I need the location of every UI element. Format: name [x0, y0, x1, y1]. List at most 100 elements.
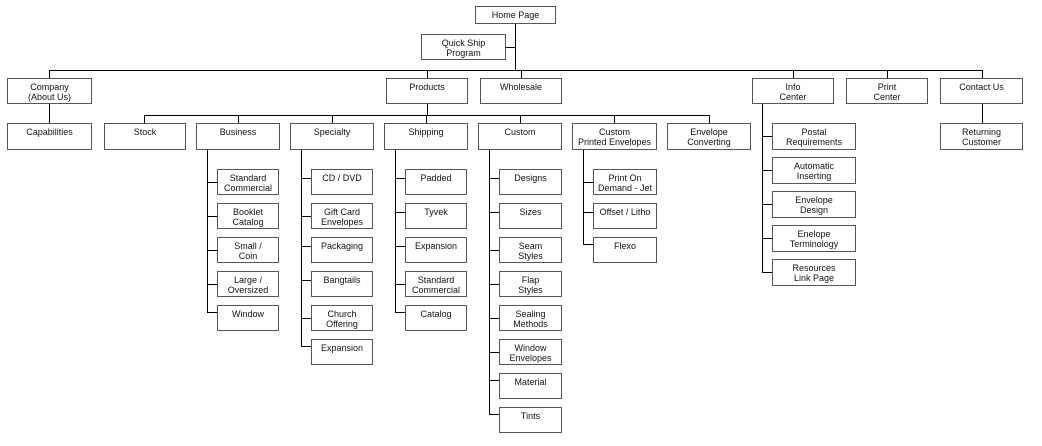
- node-products: Products: [386, 78, 468, 104]
- connector-line: [427, 104, 428, 116]
- node-contact-us: Contact Us: [940, 78, 1023, 104]
- node-specialty-item: CD / DVD: [311, 169, 373, 195]
- node-custom-item: Window Envelopes: [499, 339, 562, 365]
- connector-line: [49, 70, 983, 71]
- connector-line: [887, 70, 888, 78]
- connector-line: [395, 178, 405, 179]
- connector-line: [301, 280, 311, 281]
- node-business-item: Standard Commercial: [217, 169, 279, 195]
- node-info-item: Enelope Terminology: [772, 225, 856, 252]
- connector-line: [982, 104, 983, 123]
- connector-line: [332, 115, 333, 123]
- connector-line: [301, 150, 302, 347]
- node-specialty-item: Expansion: [311, 339, 373, 365]
- node-info-item: Envelope Design: [772, 191, 856, 218]
- connector-line: [144, 115, 145, 123]
- connector-line: [709, 115, 710, 123]
- connector-line: [489, 352, 499, 353]
- connector-line: [301, 246, 311, 247]
- connector-line: [395, 246, 405, 247]
- connector-line: [583, 212, 593, 213]
- node-print-center: Print Center: [846, 78, 928, 104]
- node-capabilities: Capabilities: [7, 123, 92, 150]
- node-info-center: Info Center: [752, 78, 834, 104]
- node-shipping: Shipping: [384, 123, 468, 150]
- node-custom-item: Sealing Methods: [499, 305, 562, 331]
- node-custom-item: Material: [499, 373, 562, 399]
- connector-line: [489, 380, 499, 381]
- connector-line: [762, 204, 772, 205]
- connector-line: [207, 284, 217, 285]
- node-business-item: Small / Coin: [217, 237, 279, 263]
- node-specialty-item: Bangtails: [311, 271, 373, 297]
- node-specialty-item: Packaging: [311, 237, 373, 263]
- node-shipping-item: Tyvek: [405, 203, 467, 229]
- connector-line: [489, 178, 499, 179]
- node-custom-printed-item: Print On Demand - Jet: [593, 169, 657, 195]
- connector-line: [793, 70, 794, 78]
- node-info-item: Resources Link Page: [772, 259, 856, 286]
- connector-line: [489, 150, 490, 415]
- node-specialty: Specialty: [290, 123, 374, 150]
- connector-line: [762, 136, 772, 137]
- connector-line: [207, 182, 217, 183]
- connector-line: [207, 312, 217, 313]
- node-shipping-item: Catalog: [405, 305, 467, 331]
- connector-line: [489, 250, 499, 251]
- connector-line: [489, 318, 499, 319]
- connector-line: [489, 414, 499, 415]
- node-quick-ship: Quick Ship Program: [421, 34, 506, 60]
- node-specialty-item: Gift Card Envelopes: [311, 203, 373, 229]
- connector-line: [506, 47, 516, 48]
- node-custom-item: Flap Styles: [499, 271, 562, 297]
- node-business-item: Large / Oversized: [217, 271, 279, 297]
- node-specialty-item: Church Offering: [311, 305, 373, 331]
- connector-line: [762, 104, 763, 273]
- connector-line: [520, 115, 521, 123]
- node-custom-printed-item: Offset / Litho: [593, 203, 657, 229]
- node-shipping-item: Standard Commercial: [405, 271, 467, 297]
- node-business: Business: [196, 123, 280, 150]
- connector-line: [49, 70, 50, 78]
- node-custom-printed: Custom Printed Envelopes: [572, 123, 657, 150]
- node-home-page: Home Page: [475, 6, 556, 24]
- connector-line: [207, 216, 217, 217]
- node-custom-item: Tints: [499, 407, 562, 433]
- node-returning-customer: Returning Customer: [940, 123, 1023, 150]
- connector-line: [762, 272, 772, 273]
- connector-line: [301, 346, 311, 347]
- connector-line: [489, 212, 499, 213]
- connector-line: [207, 150, 208, 313]
- connector-line: [762, 238, 772, 239]
- connector-line: [521, 70, 522, 78]
- connector-line: [238, 115, 239, 123]
- connector-line: [426, 115, 427, 123]
- node-envelope-converting: Envelope Converting: [667, 123, 751, 150]
- node-custom: Custom: [478, 123, 562, 150]
- node-shipping-item: Expansion: [405, 237, 467, 263]
- node-custom-printed-item: Flexo: [593, 237, 657, 263]
- connector-line: [583, 244, 593, 245]
- connector-line: [395, 284, 405, 285]
- connector-line: [207, 250, 217, 251]
- node-custom-item: Designs: [499, 169, 562, 195]
- node-info-item: Postal Requirements: [772, 123, 856, 150]
- node-shipping-item: Padded: [405, 169, 467, 195]
- connector-line: [49, 104, 50, 123]
- connector-line: [395, 312, 405, 313]
- node-business-item: Window: [217, 305, 279, 331]
- connector-line: [614, 115, 615, 123]
- node-company: Company (About Us): [7, 78, 92, 104]
- node-stock: Stock: [104, 123, 186, 150]
- connector-line: [583, 182, 593, 183]
- node-wholesale: Wholesale: [480, 78, 562, 104]
- node-custom-item: Sizes: [499, 203, 562, 229]
- connector-line: [583, 150, 584, 245]
- connector-line: [301, 178, 311, 179]
- connector-line: [489, 284, 499, 285]
- node-business-item: Booklet Catalog: [217, 203, 279, 229]
- connector-line: [301, 216, 311, 217]
- connector-line: [144, 115, 710, 116]
- connector-line: [395, 212, 405, 213]
